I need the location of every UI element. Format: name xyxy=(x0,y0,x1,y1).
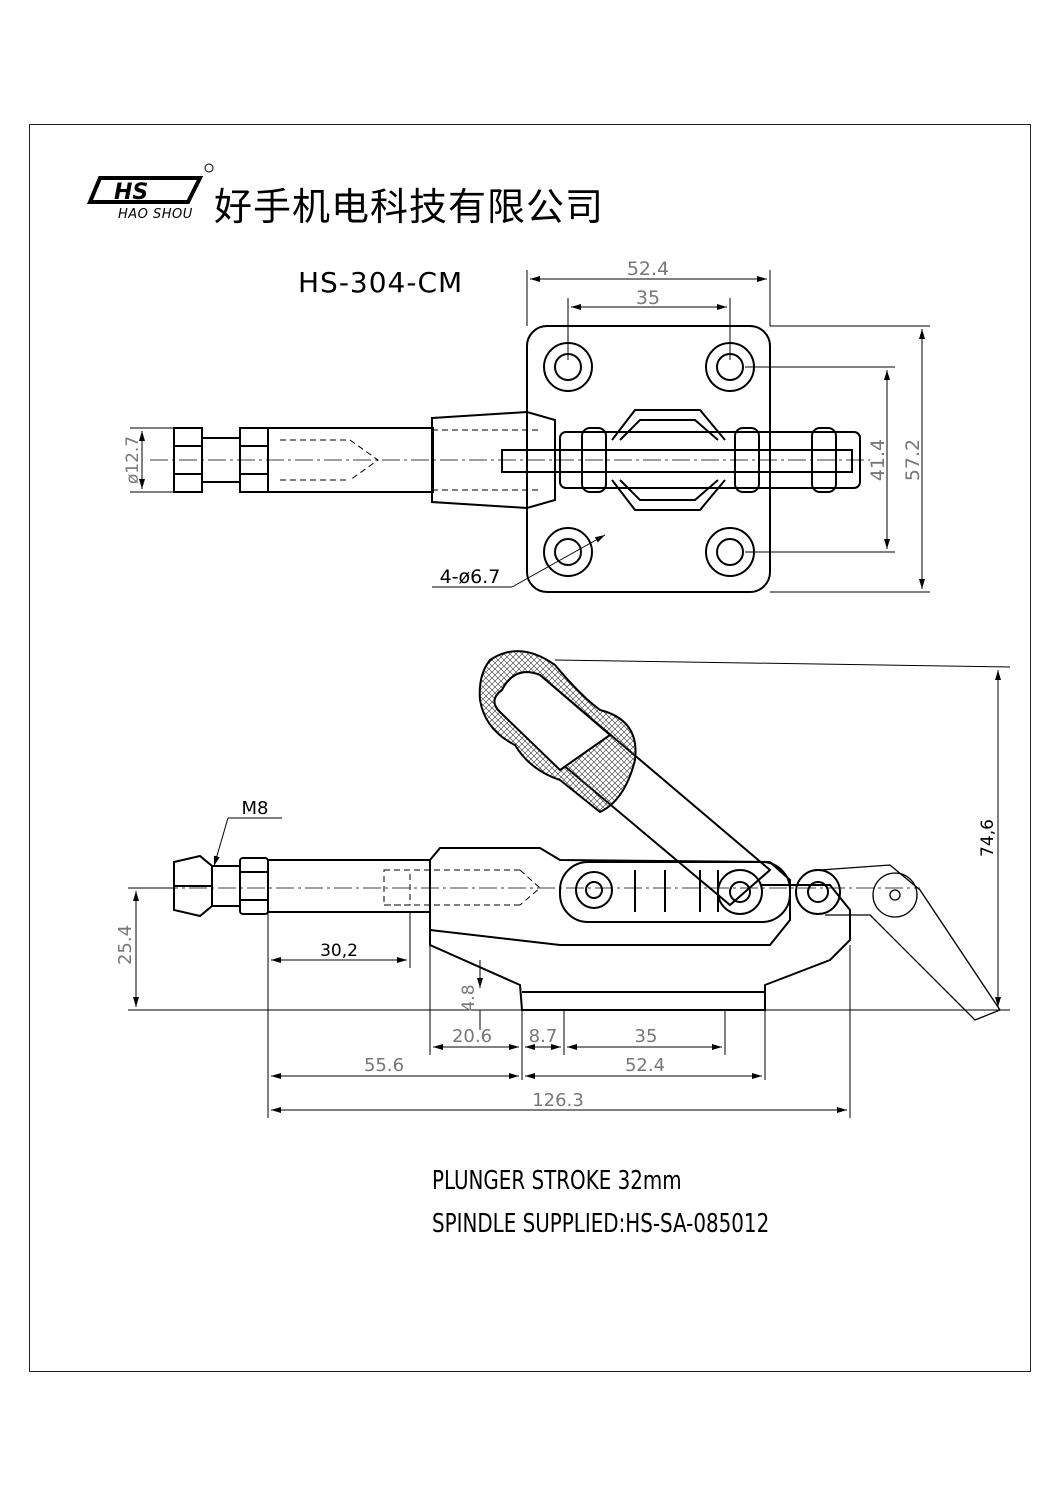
dim-8-7: 8.7 xyxy=(529,1026,558,1047)
dim-holes: 4-ø6.7 xyxy=(440,566,501,588)
dim-rod-diameter: ø12.7 xyxy=(123,436,143,484)
plunger-rod-side xyxy=(267,859,431,913)
drawing-frame xyxy=(29,124,1031,1372)
spindle-note: SPINDLE SUPPLIED:HS-SA-085012 xyxy=(432,1209,770,1239)
top-dims xyxy=(130,270,930,593)
dim-height-outer: 57.2 xyxy=(902,439,924,481)
side-dims xyxy=(128,670,1010,1118)
base-plate xyxy=(526,325,771,593)
dim-width-outer: 52.4 xyxy=(627,258,669,280)
hidden-lines-side xyxy=(383,869,541,906)
dim-rod-length: 30,2 xyxy=(320,941,358,961)
company-name: 好手机电科技有限公司 xyxy=(214,185,605,229)
dim-35: 35 xyxy=(635,1026,658,1047)
nut-side-2 xyxy=(239,857,269,915)
dim-52-4: 52.4 xyxy=(625,1055,665,1076)
dim-20-6: 20.6 xyxy=(452,1026,492,1047)
dim-55-6: 55.6 xyxy=(364,1055,404,1076)
dim-width-holes: 35 xyxy=(636,287,660,309)
thread-label: M8 xyxy=(242,798,269,819)
logo-subtitle: HAO SHOU xyxy=(118,207,193,222)
clamp-body-side xyxy=(429,847,791,946)
hs-logo: HS xyxy=(87,163,214,205)
model-number: HS-304-CM xyxy=(298,266,464,299)
plunger-stroke-note: PLUNGER STROKE 32mm xyxy=(432,1166,682,1196)
dim-126-3: 126.3 xyxy=(532,1090,584,1111)
plunger-rod xyxy=(267,427,434,493)
dim-height-holes: 41.4 xyxy=(867,439,889,481)
dim-base-thickness: 4.8 xyxy=(459,984,479,1011)
clamp-body xyxy=(431,410,556,510)
logo-mark: HS xyxy=(114,180,148,205)
base-foot xyxy=(429,884,851,1011)
mounting-holes xyxy=(543,342,755,577)
dim-total-height: 74,6 xyxy=(978,819,998,857)
dim-height-axis: 25.4 xyxy=(115,925,136,965)
